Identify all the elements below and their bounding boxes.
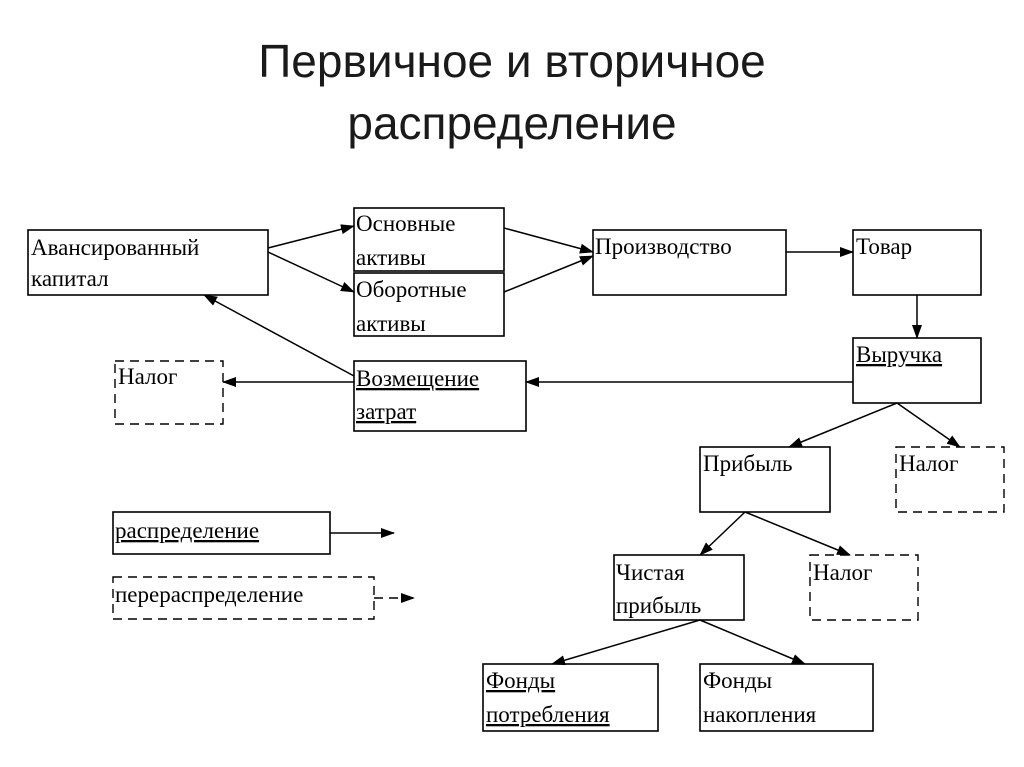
title-line-1: Первичное и вторичное [258, 35, 766, 87]
legend-distribution: распределение [112, 511, 395, 555]
arrow-current-to-production [503, 255, 594, 293]
node-fixed-assets-label-2: активы [356, 245, 426, 270]
legend-redistribution: перераспределение [112, 576, 415, 620]
slide-title: Первичное и вторичное распределение [0, 30, 1024, 154]
node-consumption-funds-label-1: Фонды [486, 668, 555, 693]
node-production: Производство [592, 229, 787, 296]
node-advanced-capital: Авансированный капитал [27, 229, 269, 296]
node-current-assets-label-2: активы [356, 311, 426, 336]
node-production-label: Производство [595, 234, 732, 259]
legend-distribution-label: распределение [115, 518, 259, 543]
node-cost-recovery: Возмещение затрат [353, 360, 527, 432]
node-tax-left-label: Налог [118, 364, 177, 389]
node-goods: Товар [852, 229, 982, 296]
node-net-profit-label-2: прибыль [616, 593, 701, 618]
node-tax-left: Налог [114, 360, 224, 425]
node-net-profit-label-1: Чистая [616, 560, 685, 585]
node-fixed-assets: Основные активы [353, 207, 505, 272]
arrow-net-profit-to-accumulation [699, 619, 806, 665]
node-fixed-assets-label-1: Основные [356, 211, 455, 236]
arrow-profit-to-tax [744, 511, 851, 556]
node-tax-right-label: Налог [899, 451, 958, 476]
node-goods-label: Товар [856, 234, 912, 259]
node-advanced-capital-label-1: Авансированный [31, 235, 199, 260]
arrow-fixed-to-production [503, 227, 594, 254]
node-revenue: Выручка [852, 337, 982, 404]
node-profit: Прибыль [699, 446, 831, 513]
node-profit-label: Прибыль [703, 451, 793, 476]
node-tax-net: Налог [809, 554, 919, 621]
node-accumulation-funds-label-2: накопления [703, 702, 817, 727]
node-tax-net-label: Налог [813, 560, 872, 585]
arrow-revenue-to-tax [896, 402, 961, 448]
arrow-profit-to-net-profit [699, 511, 746, 556]
node-current-assets-label-1: Оборотные [356, 277, 467, 302]
arrow-capital-to-fixed [267, 224, 355, 249]
arrow-cost-recovery-to-capital [203, 294, 355, 377]
node-cost-recovery-label-2: затрат [356, 399, 416, 424]
node-accumulation-funds-label-1: Фонды [703, 668, 772, 693]
arrow-capital-to-current [267, 251, 355, 293]
node-accumulation-funds: Фонды накопления [699, 663, 874, 732]
node-consumption-funds: Фонды потребления [482, 663, 659, 732]
arrow-revenue-to-profit [788, 402, 898, 448]
node-consumption-funds-label-2: потребления [486, 702, 610, 727]
node-revenue-label: Выручка [856, 342, 942, 367]
node-tax-right: Налог [895, 446, 1005, 513]
arrow-net-profit-to-consumption [551, 619, 701, 666]
node-current-assets: Оборотные активы [353, 272, 505, 337]
legend-redistribution-label: перераспределение [115, 582, 303, 607]
node-cost-recovery-label-1: Возмещение [356, 366, 479, 391]
title-line-2: распределение [347, 97, 677, 149]
node-net-profit: Чистая прибыль [613, 554, 745, 621]
node-advanced-capital-label-2: капитал [31, 266, 109, 291]
